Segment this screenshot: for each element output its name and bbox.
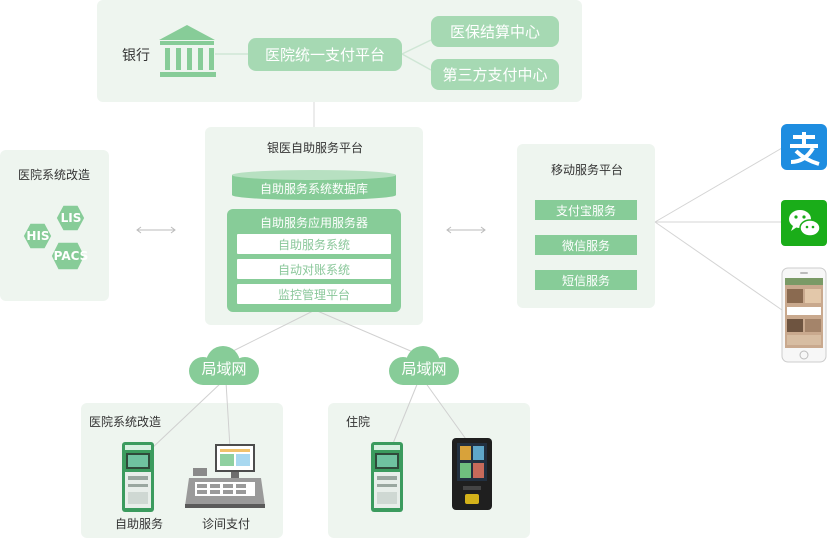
center-platform-title: 银医自助服务平台 [267,141,364,155]
his-lis-pacs-hexagons [22,204,86,271]
clinic-payment-label: 诊间支付 [202,517,251,531]
alipay-service: 支付宝服务 [535,200,637,220]
app-server-label: 自助服务应用服务器 [259,216,368,230]
kiosk-icon-inpatient [371,442,403,512]
hex-his-label: HIS [26,229,50,243]
left-panel-title: 医院系统改造 [18,168,91,182]
lan-cloud-right-icon [389,346,459,385]
bank-icon [159,25,216,77]
lan-left-label: 局域网 [201,360,247,378]
medical-insurance-center: 医保结算中心 [431,16,559,47]
alipay-icon [781,124,827,170]
unified-payment-platform: 医院统一支付平台 [248,38,402,71]
phone-icon [781,267,827,363]
hex-lis-label: LIS [60,211,82,225]
third-party-payment-center: 第三方支付中心 [431,59,559,90]
lan-right-label: 局域网 [401,360,447,378]
database-cylinder [232,170,396,200]
module-auto-reconciliation: 自动对账系统 [237,259,391,279]
bottom-right-panel [328,403,530,538]
bottom-right-title: 住院 [346,415,371,429]
module-self-service-system: 自助服务系统 [237,234,391,254]
left-hospital-panel [0,150,109,301]
pos-terminal-icon [185,444,265,508]
hex-pacs-label: PACS [53,249,89,263]
wall-kiosk-icon [452,438,492,510]
module-monitoring-platform: 监控管理平台 [237,284,391,304]
self-service-label: 自助服务 [115,517,164,531]
wechat-icon [781,200,827,246]
bank-label: 银行 [122,48,150,64]
sms-service: 短信服务 [535,270,637,290]
lan-cloud-left-icon [189,346,259,385]
kiosk-icon [122,442,154,512]
database-label: 自助服务系统数据库 [259,182,368,196]
bottom-left-title: 医院系统改造 [89,415,162,429]
wechat-service: 微信服务 [535,235,637,255]
mobile-platform-title: 移动服务平台 [551,163,624,177]
